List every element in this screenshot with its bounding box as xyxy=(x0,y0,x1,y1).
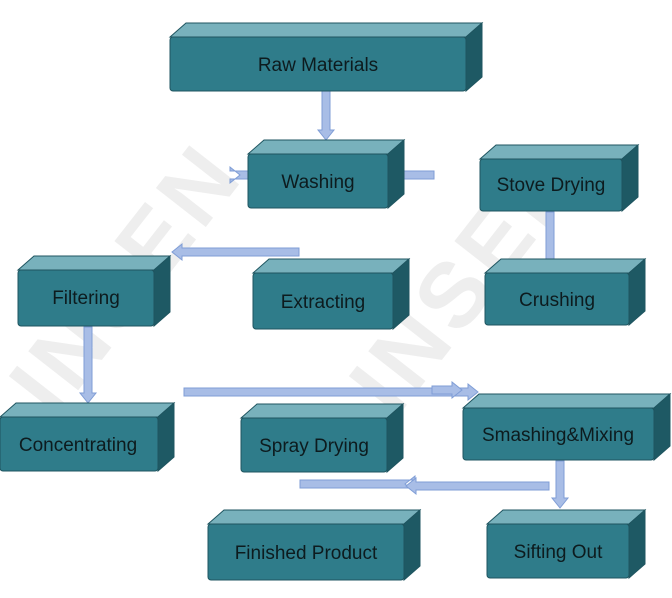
arrow-raw-to-washing xyxy=(316,90,336,141)
step-stove-drying: Stove Drying xyxy=(497,175,606,196)
arrow-sifting-to-finished xyxy=(405,476,550,496)
box-crushing: Crushing xyxy=(483,257,647,327)
box-stove-drying: Stove Drying xyxy=(478,143,640,213)
step-finished-product: Finished Product xyxy=(235,543,378,564)
box-smashing-mixing: Smashing&Mixing xyxy=(461,392,672,462)
box-finished-product: Finished Product xyxy=(206,508,422,582)
step-sifting-out: Sifting Out xyxy=(514,542,603,563)
box-spray-drying: Spray Drying xyxy=(239,402,405,474)
step-concentrating: Concentrating xyxy=(19,435,137,456)
box-extracting: Extracting xyxy=(251,257,411,331)
arrow-spray-to-smashing xyxy=(431,380,463,400)
step-crushing: Crushing xyxy=(519,290,595,311)
step-smashing-mixing: Smashing&Mixing xyxy=(482,425,634,446)
arrow-smashing-to-sifting xyxy=(550,460,570,509)
step-extracting: Extracting xyxy=(281,292,365,313)
arrow-washing-to-stove xyxy=(183,382,479,402)
step-filtering: Filtering xyxy=(52,288,120,309)
arrow-crushing-to-extracting xyxy=(299,474,416,494)
box-filtering: Filtering xyxy=(16,254,172,328)
step-raw-materials: Raw Materials xyxy=(258,55,378,76)
box-raw-materials: Raw Materials xyxy=(168,21,484,93)
arrow-extracting-to-filter xyxy=(171,242,300,262)
box-concentrating: Concentrating xyxy=(0,401,176,473)
step-washing: Washing xyxy=(281,172,354,193)
arrow-filter-to-concentrate xyxy=(78,326,98,404)
box-sifting-out: Sifting Out xyxy=(485,508,647,580)
box-washing: Washing xyxy=(246,138,406,210)
step-spray-drying: Spray Drying xyxy=(259,436,369,457)
flow-boxes: Raw Materials Washing Stove Drying Crush… xyxy=(0,21,672,582)
